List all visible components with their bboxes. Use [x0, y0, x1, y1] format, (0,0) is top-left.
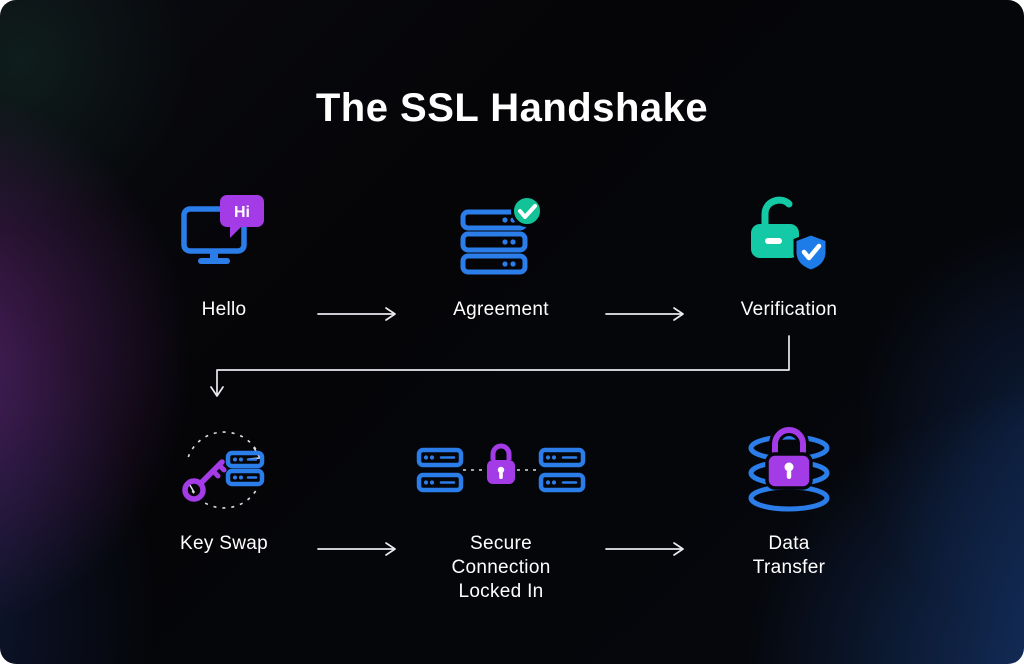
server-check-icon	[455, 186, 547, 286]
step-label-key-swap: Key Swap	[180, 533, 268, 554]
key-exchange-icon	[172, 420, 276, 520]
servers-lock-icon	[413, 420, 589, 520]
step-hello: Hi Hello	[104, 186, 344, 322]
database-lock-icon	[737, 420, 841, 520]
open-lock-shield-icon	[741, 186, 837, 286]
step-data-transfer: Data Transfer	[669, 420, 909, 580]
step-label-hello: Hello	[201, 299, 247, 320]
step-verification: Verification	[669, 186, 909, 322]
chat-bubble-text: Hi	[234, 204, 250, 221]
step-agreement: Agreement	[381, 186, 621, 322]
step-label-data-transfer: Data Transfer	[752, 533, 826, 578]
step-label-secure-connection: Secure Connection Locked In	[451, 533, 551, 602]
step-label-verification: Verification	[740, 299, 838, 320]
step-key-swap: Key Swap	[104, 420, 344, 556]
step-label-agreement: Agreement	[453, 299, 549, 320]
step-secure-connection: Secure Connection Locked In	[381, 420, 621, 604]
monitor-chat-icon: Hi	[178, 186, 270, 286]
connector-verification-keyswap	[210, 335, 790, 397]
page-title: The SSL Handshake	[315, 86, 709, 130]
